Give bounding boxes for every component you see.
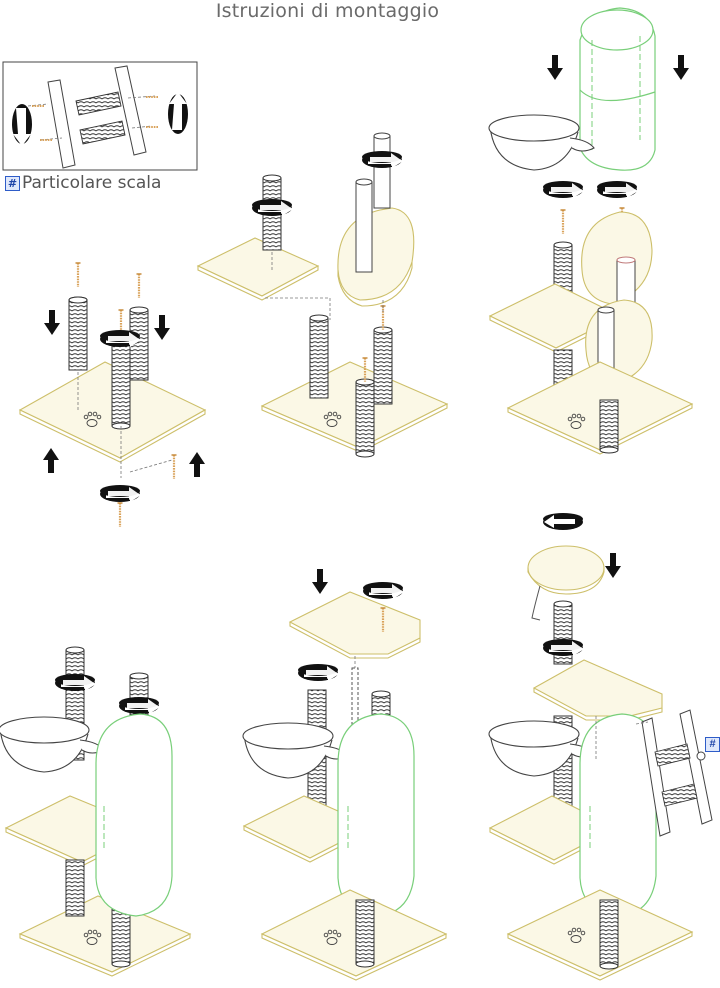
down-arrow-icon [312, 569, 328, 594]
hash-icon: # [5, 175, 20, 191]
step-3 [488, 7, 694, 455]
rotate-arrow-icon [252, 199, 293, 216]
rotate-arrow-icon [119, 697, 160, 714]
rotate-arrow-icon [12, 104, 32, 146]
down-arrow-icon [605, 553, 621, 578]
rotate-arrow-icon [363, 582, 404, 599]
step-2 [196, 132, 449, 458]
rotate-arrow-icon [168, 92, 188, 134]
ladder-detail-label: # Particolare scala [5, 173, 161, 193]
rotate-arrow-icon [362, 151, 403, 168]
ladder-detail-box [2, 61, 198, 171]
rotate-arrow-icon [298, 664, 339, 681]
rotate-arrow-icon [55, 674, 96, 691]
rotate-arrow-icon [100, 485, 141, 502]
step-5 [242, 569, 448, 981]
up-arrow-icon [43, 448, 59, 473]
down-arrow-icon [154, 315, 170, 340]
step-4 [0, 646, 192, 977]
rotate-arrow-icon [543, 639, 584, 656]
rotate-arrow-icon [543, 181, 584, 198]
hash-icon: # [705, 737, 720, 752]
step-1 [18, 261, 207, 529]
rotate-arrow-icon [543, 513, 583, 530]
step-6 [488, 513, 713, 981]
up-arrow-icon [189, 452, 205, 477]
ladder-callout-marker: # [705, 734, 720, 752]
down-arrow-icon [44, 310, 60, 335]
rotate-arrow-icon [597, 181, 638, 198]
page-title: Istruzioni di montaggio [215, 0, 440, 22]
down-arrow-icon [673, 55, 689, 80]
ladder-detail-text: Particolare scala [22, 173, 162, 193]
down-arrow-icon [547, 55, 563, 80]
